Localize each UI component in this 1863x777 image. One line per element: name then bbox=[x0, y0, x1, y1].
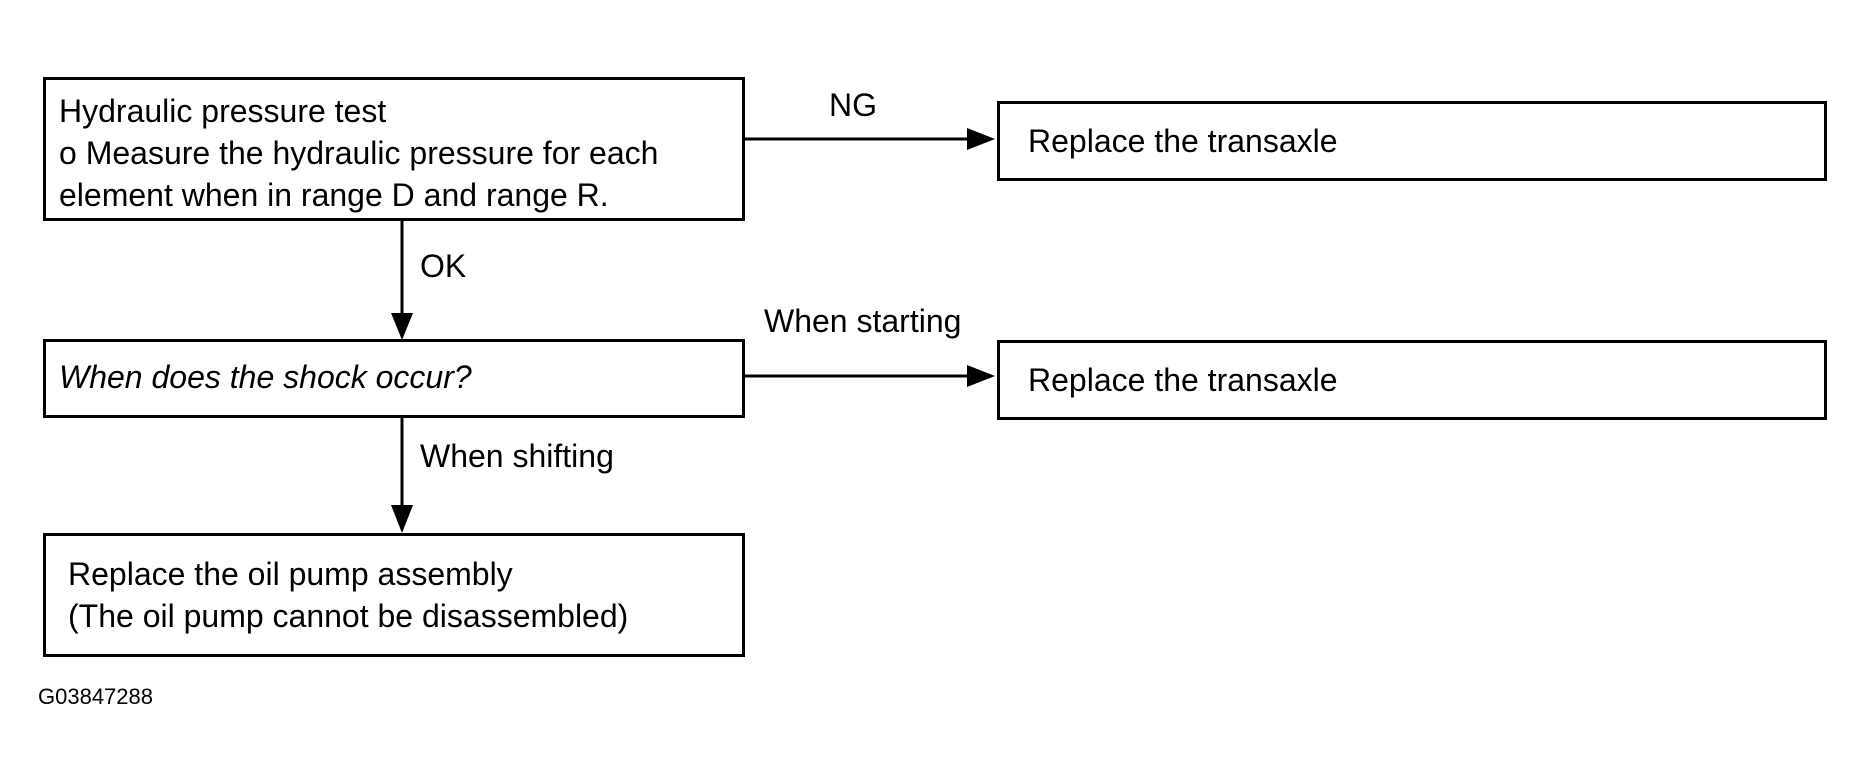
replace-transaxle-starting-text: Replace the transaxle bbox=[1028, 362, 1338, 398]
edge-label-when-starting: When starting bbox=[764, 303, 962, 339]
arrow-ok bbox=[391, 221, 413, 340]
replace-oil-pump-box: Replace the oil pump assembly (The oil p… bbox=[43, 533, 745, 657]
arrow-when-shifting bbox=[391, 418, 413, 533]
pressure-test-title: Hydraulic pressure test bbox=[59, 93, 387, 129]
replace-oil-pump-note: (The oil pump cannot be disassembled) bbox=[68, 598, 629, 634]
shock-question-text: When does the shock occur? bbox=[59, 359, 472, 395]
replace-transaxle-starting-box: Replace the transaxle bbox=[997, 340, 1827, 420]
replace-transaxle-ng-box: Replace the transaxle bbox=[997, 101, 1827, 181]
arrow-when-starting bbox=[745, 365, 995, 387]
edge-label-when-shifting: When shifting bbox=[420, 438, 614, 474]
figure-id: G03847288 bbox=[38, 684, 153, 709]
arrow-ng bbox=[745, 128, 995, 150]
replace-transaxle-ng-text: Replace the transaxle bbox=[1028, 123, 1338, 159]
shock-question-box: When does the shock occur? bbox=[43, 339, 745, 418]
edge-label-ok: OK bbox=[420, 248, 467, 284]
pressure-test-instruction-line2: element when in range D and range R. bbox=[59, 177, 609, 213]
replace-oil-pump-title: Replace the oil pump assembly bbox=[68, 556, 513, 592]
pressure-test-box: Hydraulic pressure test o Measure the hy… bbox=[43, 77, 745, 221]
pressure-test-instruction-line1: o Measure the hydraulic pressure for eac… bbox=[59, 135, 659, 171]
edge-label-ng: NG bbox=[829, 87, 877, 123]
